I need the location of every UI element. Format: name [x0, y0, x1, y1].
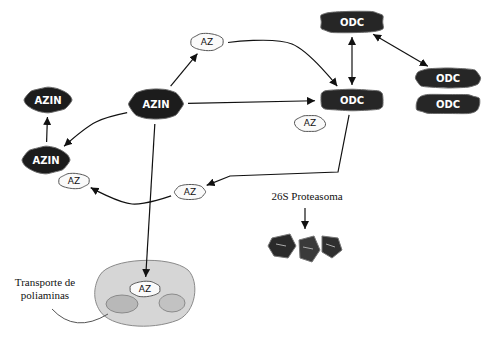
- azin-shape: AZIN: [23, 86, 73, 114]
- antizyme-shape: AZ: [293, 114, 327, 133]
- connector-arrow: [64, 113, 127, 147]
- odc-outline: [321, 89, 383, 111]
- proteasome-label: 26S Proteasoma: [262, 190, 352, 203]
- odc-fragment: [322, 236, 342, 258]
- antizyme-outline: [174, 184, 205, 199]
- odc-outline: [321, 11, 384, 32]
- odc-shape: ODC: [414, 67, 482, 89]
- node-text: ODC: [436, 73, 460, 84]
- odc-shape: ODC: [318, 10, 386, 34]
- transport-vesicle: [106, 295, 138, 313]
- azin-outline: [129, 89, 184, 119]
- odc-outline: [415, 68, 480, 88]
- node-text: AZIN: [34, 95, 61, 106]
- node-text: AZ: [139, 284, 151, 294]
- node-text: ODC: [436, 99, 460, 110]
- connector-arrow: [91, 188, 171, 204]
- antizyme-shape: AZ: [173, 183, 207, 201]
- antizyme-shape: AZ: [57, 172, 91, 190]
- node-text: AZIN: [32, 155, 59, 166]
- connector-arrow: [46, 117, 48, 142]
- odc-shape: ODC: [318, 88, 386, 112]
- node-text: AZ: [201, 37, 213, 47]
- azin-outline: [22, 146, 70, 174]
- connector-arrow: [373, 34, 428, 66]
- azin-outline: [24, 87, 72, 113]
- antizyme-shape: AZ: [128, 280, 162, 298]
- leader-line: [52, 309, 108, 323]
- odc-shape: ODC: [414, 93, 482, 115]
- degradation-arrow: [304, 208, 305, 229]
- antizyme-shape: AZ: [189, 32, 225, 52]
- connector-arrow: [207, 115, 349, 185]
- node-text: AZIN: [142, 99, 169, 110]
- node-text: AZ: [68, 176, 80, 186]
- odc-outline: [416, 94, 480, 113]
- odc-fragment: [299, 236, 320, 262]
- connector-arrow: [171, 54, 198, 87]
- connector-arrow: [228, 40, 337, 86]
- transport-vesicle: [159, 294, 185, 312]
- node-text: AZ: [184, 187, 196, 197]
- transport-membrane: [95, 260, 195, 326]
- odc-fragment: [268, 234, 296, 258]
- connector-arrow: [188, 101, 315, 104]
- azin-shape: AZIN: [127, 87, 185, 121]
- connector-arrow: [146, 124, 155, 277]
- fragment-detail: [276, 244, 335, 249]
- node-text: AZ: [304, 118, 316, 128]
- antizyme-outline: [191, 33, 223, 50]
- node-text: ODC: [340, 17, 364, 28]
- antizyme-outline: [130, 281, 160, 297]
- azin-shape: AZIN: [21, 145, 71, 175]
- node-text: ODC: [340, 95, 364, 106]
- connector-arrow: [351, 37, 352, 85]
- antizyme-outline: [294, 115, 325, 131]
- antizyme-outline: [59, 173, 89, 188]
- transport-label: Transporte de poliaminas: [4, 276, 86, 301]
